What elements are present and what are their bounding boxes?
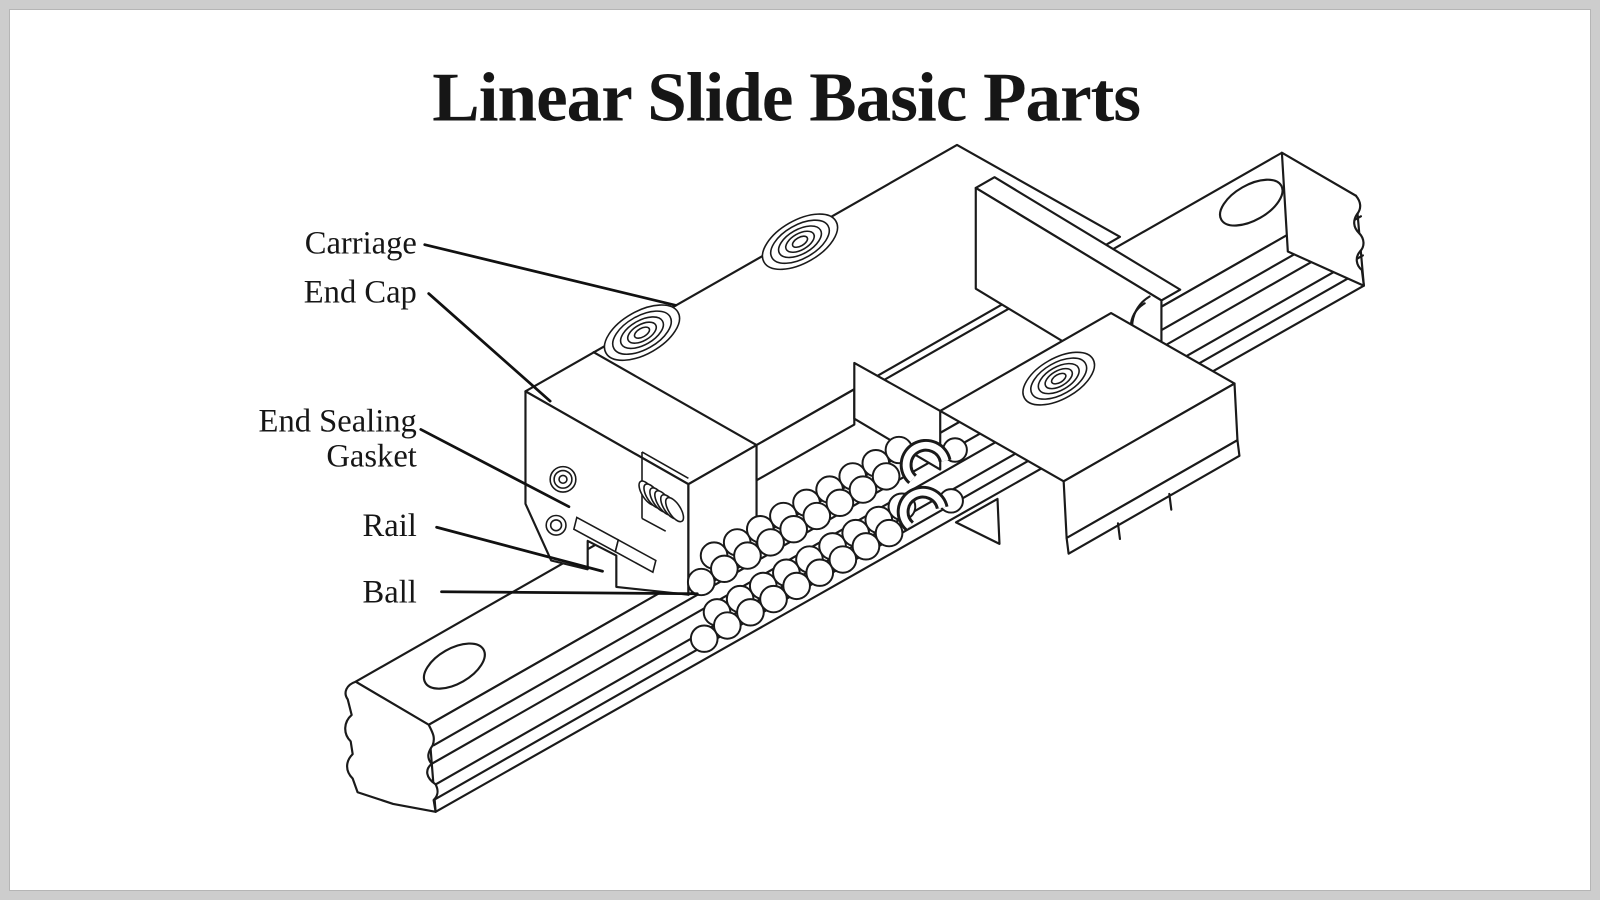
ball	[779, 515, 808, 544]
hole-ring	[611, 310, 673, 356]
ball	[874, 518, 904, 548]
leader-end-cap	[427, 292, 552, 403]
ball	[733, 541, 762, 570]
ball	[828, 545, 858, 574]
countersunk-hole	[603, 304, 681, 362]
ball	[689, 624, 719, 653]
countersunk-hole	[1022, 351, 1096, 406]
page-title: Linear Slide Basic Parts	[432, 59, 1140, 137]
hole-ring	[1037, 362, 1080, 395]
hole-ring	[777, 225, 823, 259]
ball	[848, 475, 878, 504]
ball	[710, 554, 739, 583]
leader-carriage	[423, 243, 677, 307]
thread-coil	[638, 480, 685, 523]
carriage-cut-strip	[755, 388, 856, 482]
countersunk-hole	[761, 213, 839, 271]
rear-block-foot-strip	[1065, 439, 1241, 555]
ball	[805, 558, 835, 587]
ball	[851, 532, 881, 561]
linear-slide-diagram: Linear Slide Basic Parts Carriage End Ca…	[259, 59, 1365, 813]
foot-divider	[1168, 492, 1173, 511]
leader-lines	[419, 243, 699, 596]
end-cap-round-hole	[545, 514, 567, 536]
ball-return-guides	[896, 438, 952, 531]
hole-ring	[633, 326, 651, 339]
hole-ring	[791, 235, 809, 249]
ball	[759, 584, 788, 614]
label-carriage: Carriage	[305, 226, 417, 262]
label-rail: Rail	[363, 508, 417, 544]
hole-ring	[784, 230, 816, 254]
end-cap-seam-line	[592, 351, 758, 447]
ball	[713, 611, 742, 640]
end-cap-round-hole	[549, 519, 563, 532]
rail-mount-hole	[422, 642, 486, 690]
label-end-sealing-line1: End Sealing	[259, 404, 417, 440]
foot-divider	[1116, 522, 1122, 541]
label-ball: Ball	[363, 575, 417, 611]
ball	[871, 462, 901, 491]
label-end-cap: End Cap	[304, 274, 417, 310]
end-sealing-gasket-shape	[614, 538, 657, 574]
ball	[686, 567, 716, 597]
hole-ring	[1044, 367, 1074, 390]
ball-return-tube	[899, 488, 946, 529]
hole-ring	[626, 321, 658, 344]
ball	[825, 488, 855, 517]
hole-ring	[1050, 372, 1067, 385]
rail-mount-hole	[1218, 178, 1284, 227]
carriage-drawing	[524, 143, 1122, 596]
label-end-sealing-line2: Gasket	[326, 439, 416, 475]
leader-ball	[440, 590, 699, 596]
leader-end-sealing-gasket	[419, 428, 571, 509]
ball	[736, 598, 765, 627]
rear-block-drawing	[939, 312, 1241, 555]
end-cap-screw-hole	[549, 465, 577, 493]
leader-rail	[435, 525, 604, 573]
rail-clearance-notch	[954, 497, 1001, 545]
diagram-panel: Linear Slide Basic Parts Carriage End Ca…	[9, 9, 1591, 891]
ball	[802, 501, 832, 531]
ball	[756, 528, 785, 557]
end-cap-screw-hole	[558, 474, 568, 485]
hole-ring	[619, 316, 665, 350]
ball	[782, 571, 811, 601]
end-cap-screw-hole	[553, 469, 573, 489]
hole-ring	[1030, 357, 1088, 400]
rail-left-end-face	[344, 680, 439, 813]
ball-return-tube	[902, 441, 949, 482]
rail-right-end-face	[1280, 151, 1365, 287]
hole-ring	[769, 219, 831, 265]
